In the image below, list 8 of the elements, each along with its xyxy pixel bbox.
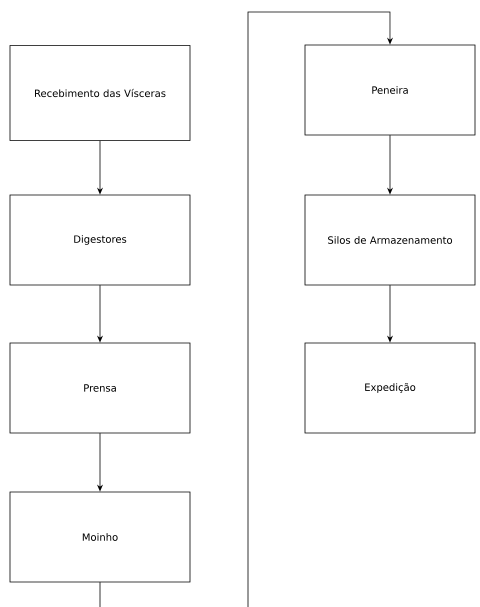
process-box: Digestores: [10, 194, 190, 286]
process-box: Peneira: [304, 44, 476, 136]
process-box: Silos de Armazenamento: [304, 194, 476, 286]
process-box: Prensa: [10, 342, 190, 434]
process-box: Recebimento das Vísceras: [10, 45, 190, 141]
process-box: Expedição: [304, 342, 476, 434]
process-box: Moinho: [10, 492, 190, 582]
arrow: [100, 12, 394, 607]
